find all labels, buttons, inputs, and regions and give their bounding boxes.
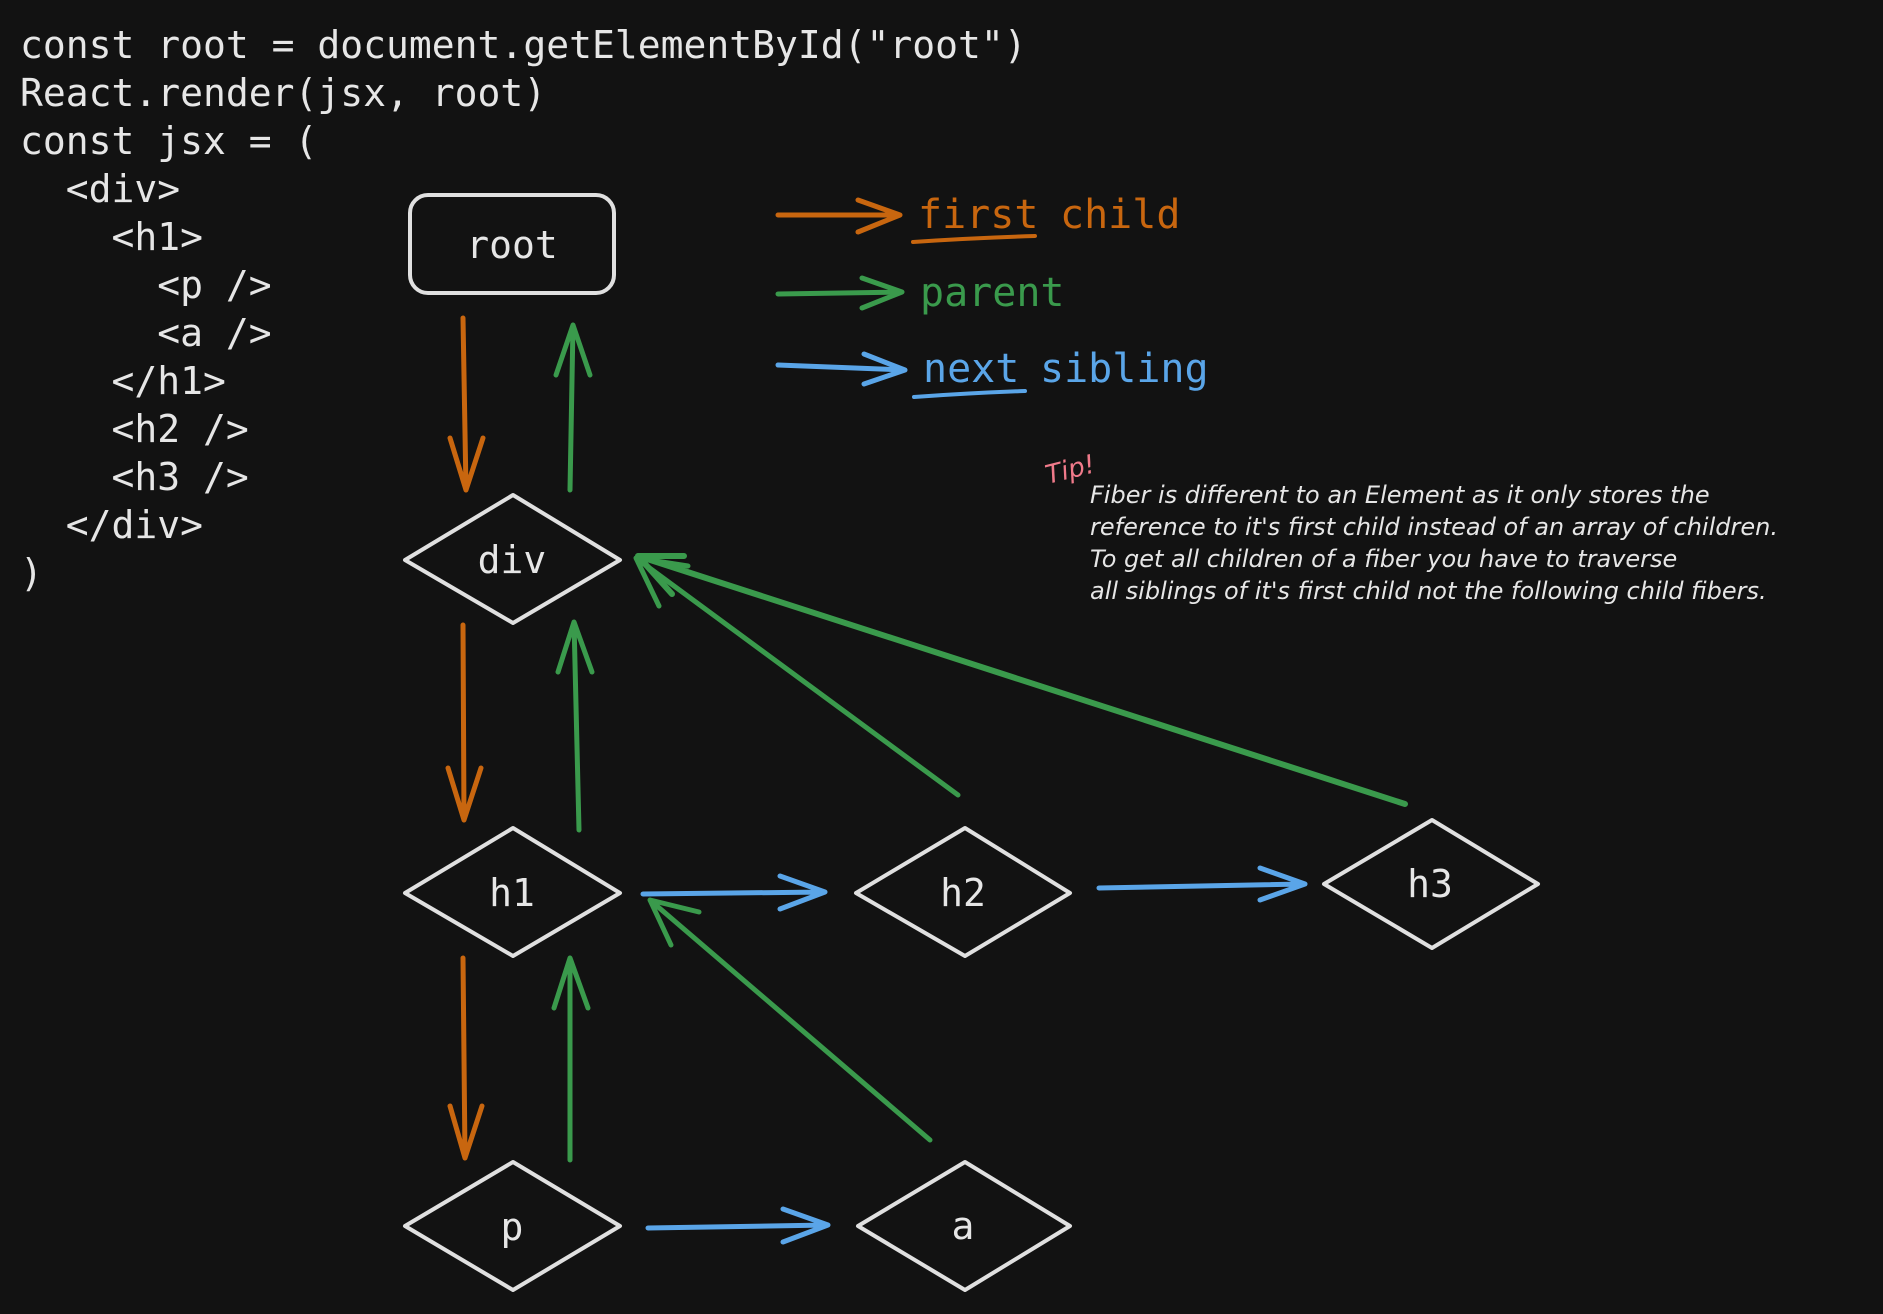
edge-div-to-h1-child	[445, 622, 484, 823]
node-p: p	[403, 1160, 622, 1292]
legend-item-first-child: first child	[775, 192, 1180, 244]
legend: first child parent next sibling	[775, 192, 1209, 399]
legend-underline	[912, 389, 1027, 399]
edge-h1-to-h2-sibling	[640, 873, 828, 912]
code-line: )	[20, 551, 43, 595]
code-line: <p />	[20, 263, 272, 307]
legend-item-next-sibling: next sibling	[775, 346, 1209, 399]
legend-parent-arrow	[775, 275, 905, 311]
legend-second-word: sibling	[1040, 346, 1209, 392]
code-line: <div>	[20, 167, 180, 211]
edge-root-to-div-child	[447, 315, 486, 493]
legend-first-word: first	[918, 192, 1038, 238]
edge-p-to-h1-parent	[551, 955, 591, 1163]
node-a: a	[856, 1160, 1072, 1292]
edge-p-to-a-sibling	[645, 1206, 831, 1245]
code-line: </div>	[20, 503, 203, 547]
code-line: <h2 />	[20, 407, 249, 451]
tip-line: Fiber is different to an Element as it o…	[1090, 481, 1710, 509]
tip-line: To get all children of a fiber you have …	[1090, 545, 1677, 573]
legend-parent-label: parent	[920, 270, 1065, 316]
edge-h1-to-div-parent	[555, 619, 595, 833]
code-block: const root = document.getElementById("ro…	[20, 23, 1027, 595]
node-label: div	[478, 538, 547, 582]
edge-a-to-h1-parent	[647, 897, 933, 1143]
tip-line: reference to it's first child instead of…	[1090, 513, 1778, 541]
code-line: React.render(jsx, root)	[20, 71, 546, 115]
code-line: const jsx = (	[20, 119, 317, 163]
node-label: h2	[940, 871, 986, 915]
node-div: div	[403, 493, 622, 625]
legend-item-parent: parent	[775, 270, 1065, 316]
node-label: p	[501, 1205, 524, 1249]
code-line: <h3 />	[20, 455, 249, 499]
edge-h1-to-p-child	[447, 955, 485, 1161]
legend-underline	[911, 234, 1037, 244]
node-h1: h1	[403, 826, 622, 958]
code-line: <a />	[20, 311, 272, 355]
tip-note: Tip! Fiber is different to an Element as…	[1042, 450, 1778, 605]
code-line: </h1>	[20, 359, 226, 403]
edges	[445, 315, 1408, 1245]
legend-first-word: next	[923, 346, 1019, 392]
node-label: h3	[1407, 862, 1453, 906]
edge-div-to-root-parent	[553, 322, 593, 493]
edge-h2-to-h3-sibling	[1096, 865, 1308, 903]
legend-child-arrow	[775, 197, 903, 235]
legend-second-word: child	[1060, 192, 1180, 238]
tip-line: all siblings of it's first child not the…	[1090, 577, 1767, 605]
node-label: h1	[489, 871, 535, 915]
node-root: root	[408, 193, 616, 295]
node-h2: h2	[854, 826, 1072, 958]
code-line: <h1>	[20, 215, 203, 259]
node-label: root	[466, 223, 558, 267]
legend-sibling-arrow	[775, 351, 908, 387]
edge-h3-to-div-parent	[635, 553, 1408, 807]
edge-h2-to-div-parent	[633, 555, 961, 798]
nodes: root div h1 h2 h3 p a	[403, 193, 1540, 1292]
node-label: a	[952, 1204, 975, 1248]
code-line: const root = document.getElementById("ro…	[20, 23, 1027, 67]
node-h3: h3	[1322, 818, 1540, 950]
